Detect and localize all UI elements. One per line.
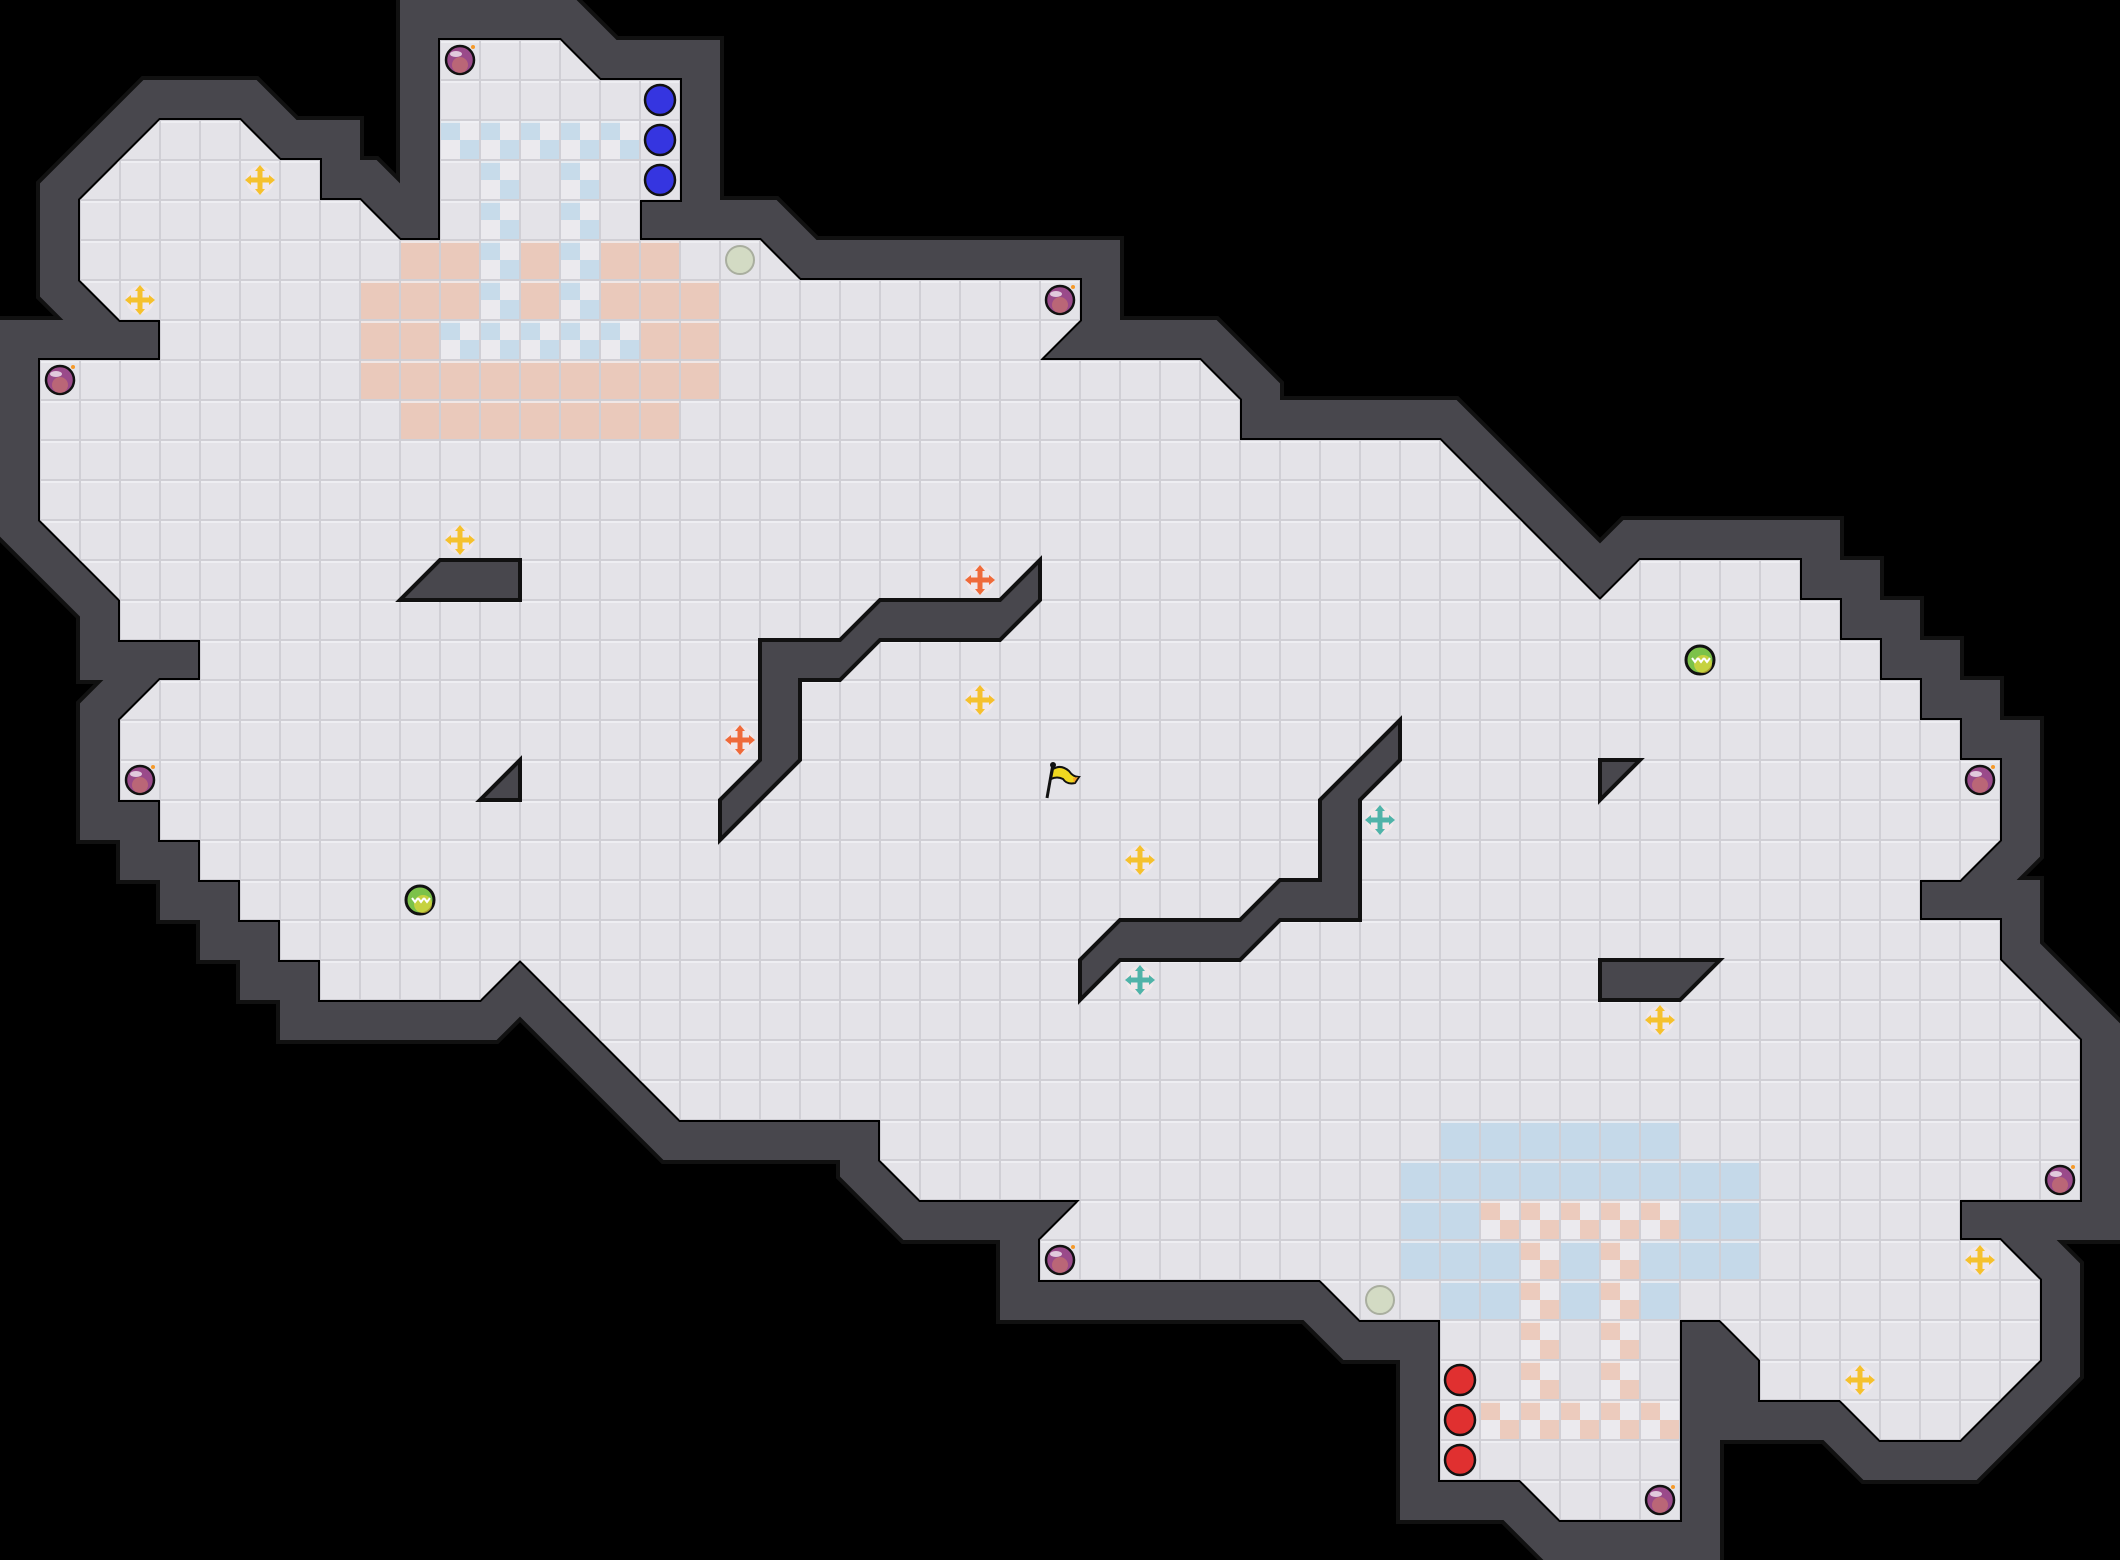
red-ball-icon bbox=[1443, 1363, 1477, 1397]
blue-ball-icon bbox=[643, 163, 677, 197]
boost-icon bbox=[1645, 1005, 1675, 1035]
bomb-icon bbox=[1644, 1484, 1676, 1516]
bomb-icon bbox=[2044, 1164, 2076, 1196]
red-ball-icon bbox=[1443, 1403, 1477, 1437]
bomb-icon bbox=[1044, 1244, 1076, 1276]
boost-icon bbox=[245, 165, 275, 195]
yellow-flag-icon bbox=[1045, 762, 1081, 799]
boost-icon bbox=[965, 685, 995, 715]
inactive-tile-icon bbox=[1365, 1285, 1395, 1315]
boost-icon bbox=[125, 285, 155, 315]
boost-icon bbox=[445, 525, 475, 555]
bomb-icon bbox=[1044, 284, 1076, 316]
bomb-icon bbox=[124, 764, 156, 796]
bomb-icon bbox=[44, 364, 76, 396]
powerup-icon bbox=[1684, 644, 1716, 676]
inner-wall bbox=[1598, 758, 1645, 805]
inner-wall bbox=[718, 555, 1042, 845]
inner-wall bbox=[1598, 958, 1725, 1002]
boost-icon bbox=[1125, 845, 1155, 875]
boost-icon bbox=[1845, 1365, 1875, 1395]
inner-walls bbox=[395, 555, 1725, 1005]
blue-boost-icon bbox=[1365, 805, 1395, 835]
map-items bbox=[44, 44, 2076, 1516]
inner-wall bbox=[475, 755, 522, 802]
blue-ball-icon bbox=[643, 123, 677, 157]
red-boost-icon bbox=[725, 725, 755, 755]
inner-wall bbox=[1078, 715, 1402, 1005]
bomb-icon bbox=[444, 44, 476, 76]
powerup-icon bbox=[404, 884, 436, 916]
boost-icon bbox=[1965, 1245, 1995, 1275]
red-boost-icon bbox=[965, 565, 995, 595]
blue-ball-icon bbox=[643, 83, 677, 117]
red-ball-icon bbox=[1443, 1443, 1477, 1477]
inactive-tile-icon bbox=[725, 245, 755, 275]
inner-wall bbox=[395, 558, 522, 602]
bomb-icon bbox=[1964, 764, 1996, 796]
blue-boost-icon bbox=[1125, 965, 1155, 995]
